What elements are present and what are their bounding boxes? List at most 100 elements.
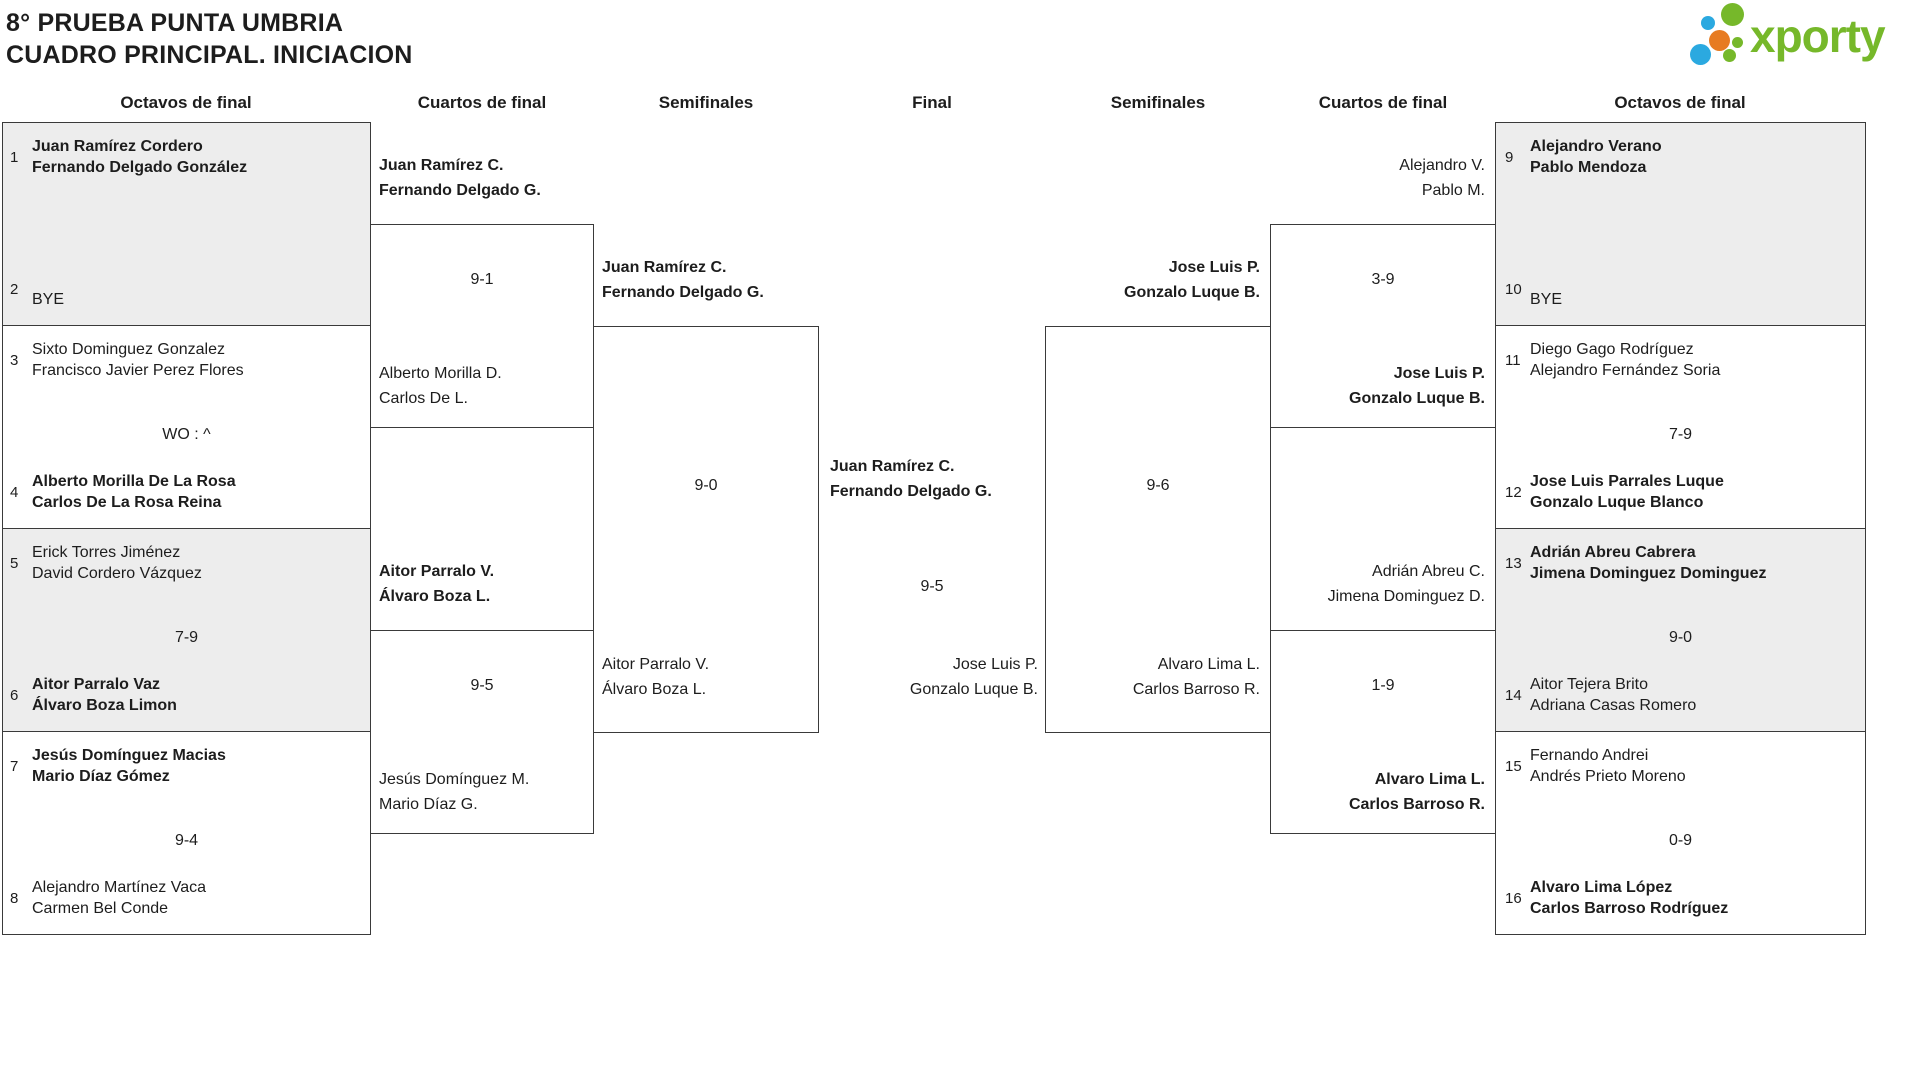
player-name: BYE [1530, 291, 1563, 308]
round-header-qf-left: Cuartos de final [417, 93, 547, 112]
player-name: Alberto Morilla D. [379, 365, 502, 382]
match-box-r16-left-1: 1 Juan Ramírez Cordero Fernando Delgado … [2, 122, 371, 326]
player-name: Jose Luis Parrales Luque [1530, 473, 1724, 490]
player-name: Gonzalo Luque B. [1124, 284, 1260, 301]
logo-dot-icon [1721, 3, 1744, 26]
match-score: 7-9 [174, 629, 199, 646]
team-name: Juan Ramírez Cordero Fernando Delgado Go… [32, 136, 362, 178]
match-box-qf-left-2: Aitor Parralo V. Álvaro Boza L. 9-5 Jesú… [370, 563, 594, 834]
logo-dot-icon [1690, 44, 1711, 65]
seed-label: 9 [1505, 148, 1514, 166]
seed-label: 12 [1505, 483, 1522, 501]
team-name: Sixto Dominguez Gonzalez Francisco Javie… [32, 339, 362, 381]
player-name: Sixto Dominguez Gonzalez [32, 341, 225, 358]
team-name: Aitor Parralo Vaz Álvaro Boza Limon [32, 674, 362, 716]
player-name: Mario Díaz G. [379, 796, 478, 813]
team-name: Alberto Morilla D. Carlos De L. [379, 361, 583, 411]
match-box-qf-right-1: Alejandro V. Pablo M. 3-9 Jose Luis P. G… [1270, 157, 1496, 428]
player-name: Adrián Abreu C. [1372, 563, 1485, 580]
player-name: Francisco Javier Perez Flores [32, 362, 244, 379]
team-name: BYE [1530, 268, 1857, 310]
match-box-r16-left-4: 7 Jesús Domínguez Macias Mario Díaz Góme… [2, 731, 371, 935]
match-box-r16-left-3: 5 Erick Torres Jiménez David Cordero Váz… [2, 528, 371, 732]
player-name: Juan Ramírez C. [830, 458, 955, 475]
team-name: BYE [32, 268, 362, 310]
team-name: Alejandro Martínez Vaca Carmen Bel Conde [32, 877, 362, 919]
team-name: Jose Luis Parrales Luque Gonzalo Luque B… [1530, 471, 1857, 513]
title-line-2: CUADRO PRINCIPAL. INICIACION [6, 41, 413, 69]
round-header-sf-left: Semifinales [658, 93, 754, 112]
match-box-sf-right: Jose Luis P. Gonzalo Luque B. 9-6 Alvaro… [1045, 259, 1271, 733]
player-name: Gonzalo Luque Blanco [1530, 494, 1704, 511]
seed-label: 2 [10, 280, 19, 298]
final-block: Juan Ramírez C. Fernando Delgado G. 9-5 … [818, 440, 1046, 720]
player-name: Erick Torres Jiménez [32, 544, 181, 561]
match-score: 1-9 [1371, 677, 1395, 694]
match-score: 9-6 [1146, 477, 1170, 494]
player-name: Juan Ramírez C. [602, 259, 727, 276]
team-name: Jesús Domínguez Macias Mario Díaz Gómez [32, 745, 362, 787]
team-name: Diego Gago Rodríguez Alejandro Fernández… [1530, 339, 1857, 381]
match-score: 9-5 [920, 578, 944, 595]
seed-label: 6 [10, 686, 19, 704]
match-score: 9-1 [470, 271, 494, 288]
player-name: BYE [32, 291, 65, 308]
player-name: Álvaro Boza L. [379, 588, 491, 605]
team-name: Alvaro Lima L. Carlos Barroso R. [1279, 767, 1485, 817]
match-score: 9-0 [694, 477, 718, 494]
player-name: Jimena Dominguez Dominguez [1530, 565, 1767, 582]
player-name: Pablo M. [1421, 182, 1485, 199]
player-name: Álvaro Boza Limon [32, 697, 177, 714]
round-header-sf-right: Semifinales [1110, 93, 1206, 112]
player-name: Alejandro V. [1399, 157, 1485, 174]
round-header-qf-right: Cuartos de final [1318, 93, 1448, 112]
match-box-r16-right-4: 15 Fernando Andrei Andrés Prieto Moreno … [1495, 731, 1866, 935]
team-name: Juan Ramírez C. Fernando Delgado G. [379, 153, 583, 203]
team-name: Aitor Parralo V. Álvaro Boza L. [379, 559, 583, 609]
player-name: Adrián Abreu Cabrera [1530, 544, 1696, 561]
team-name: Alvaro Lima L. Carlos Barroso R. [1054, 652, 1260, 702]
round-header-final: Final [912, 93, 952, 112]
seed-label: 13 [1505, 554, 1522, 572]
round-header-r16-right: Octavos de final [1614, 93, 1746, 112]
match-box-r16-right-3: 13 Adrián Abreu Cabrera Jimena Dominguez… [1495, 528, 1866, 732]
title-line-1: 8° PRUEBA PUNTA UMBRIA [6, 9, 344, 37]
player-name: Fernando Delgado G. [379, 182, 541, 199]
match-box-r16-right-2: 11 Diego Gago Rodríguez Alejandro Fernán… [1495, 325, 1866, 529]
seed-label: 1 [10, 148, 19, 166]
player-name: Diego Gago Rodríguez [1530, 341, 1694, 358]
match-score: 3-9 [1371, 271, 1395, 288]
player-name: Mario Díaz Gómez [32, 768, 170, 785]
player-name: Alejandro Verano [1530, 138, 1662, 155]
match-score: 9-5 [470, 677, 494, 694]
player-name: Fernando Delgado G. [830, 483, 992, 500]
player-name: Carlos De La Rosa Reina [32, 494, 222, 511]
match-score: 9-4 [174, 832, 199, 849]
player-name: Andrés Prieto Moreno [1530, 768, 1686, 785]
seed-label: 11 [1505, 351, 1521, 369]
player-name: Alvaro Lima López [1530, 879, 1673, 896]
team-name: Jose Luis P. Gonzalo Luque B. [910, 652, 1038, 702]
player-name: Adriana Casas Romero [1530, 697, 1697, 714]
player-name: Carlos De L. [379, 390, 468, 407]
match-box-qf-left-1: Juan Ramírez C. Fernando Delgado G. 9-1 … [370, 157, 594, 428]
player-name: Carlos Barroso Rodríguez [1530, 900, 1729, 917]
player-name: Juan Ramírez C. [379, 157, 504, 174]
player-name: Aitor Parralo Vaz [32, 676, 161, 693]
seed-label: 3 [10, 351, 19, 369]
team-name: Erick Torres Jiménez David Cordero Vázqu… [32, 542, 362, 584]
round-header-r16-left: Octavos de final [120, 93, 252, 112]
seed-label: 7 [10, 757, 19, 775]
player-name: Álvaro Boza L. [602, 681, 707, 698]
player-name: Carmen Bel Conde [32, 900, 169, 917]
team-name: Jose Luis P. Gonzalo Luque B. [1279, 361, 1485, 411]
player-name: Jimena Dominguez D. [1327, 588, 1485, 605]
player-name: Jesús Domínguez Macias [32, 747, 226, 764]
player-name: Aitor Tejera Brito [1530, 676, 1648, 693]
team-name: Alejandro V. Pablo M. [1279, 153, 1485, 203]
player-name: Aitor Parralo V. [602, 656, 710, 673]
player-name: Fernando Andrei [1530, 747, 1649, 764]
match-score: 7-9 [1668, 426, 1693, 443]
player-name: Alvaro Lima L. [1157, 656, 1260, 673]
player-name: Jesús Domínguez M. [379, 771, 530, 788]
